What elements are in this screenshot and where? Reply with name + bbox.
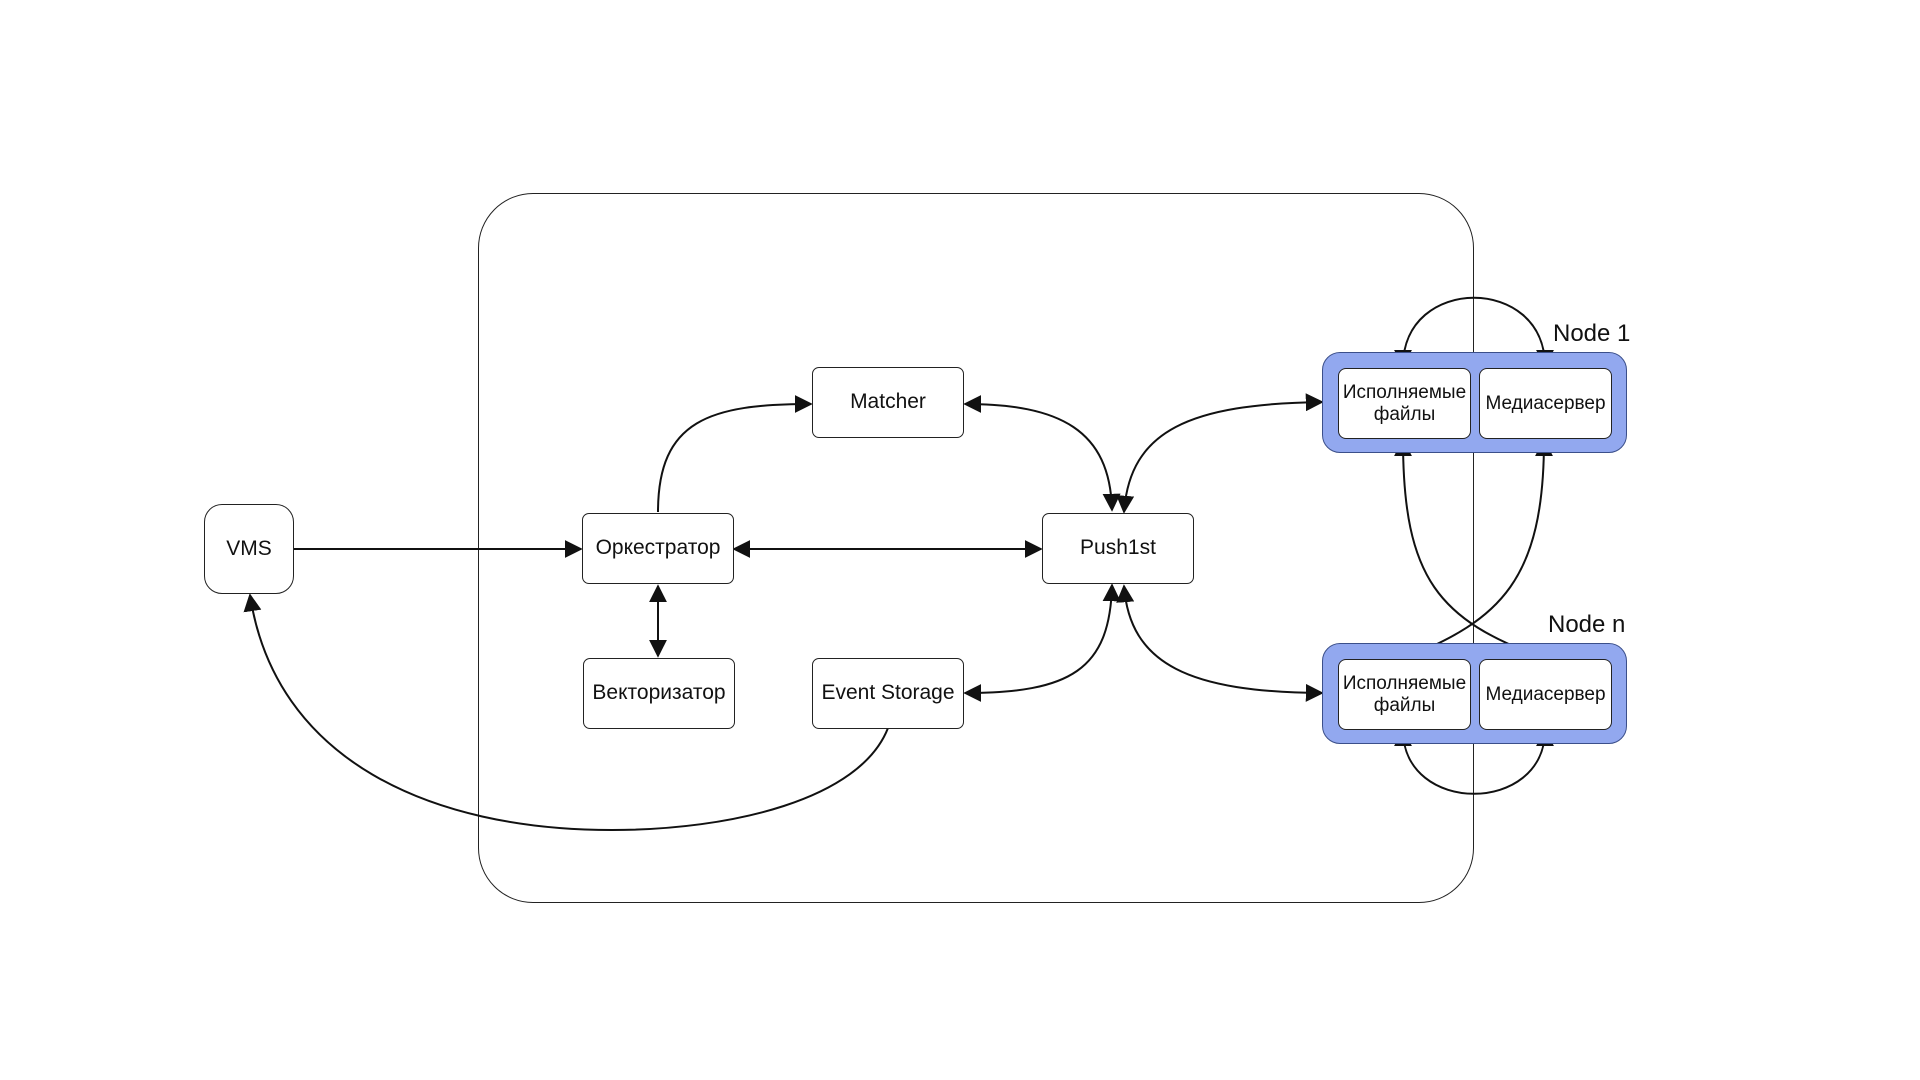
node-n-mediaserver[interactable]: Медиасервер xyxy=(1479,659,1612,730)
node-n-title: Node n xyxy=(1548,611,1626,638)
edge-noden-loop xyxy=(1394,728,1554,795)
node-1-executables[interactable]: Исполняемые файлы xyxy=(1338,368,1471,439)
node-1-group[interactable]: Исполняемые файлы Медиасервер xyxy=(1322,352,1627,453)
node-1-mediaserver[interactable]: Медиасервер xyxy=(1479,368,1612,439)
node-n-group[interactable]: Исполняемые файлы Медиасервер xyxy=(1322,643,1627,744)
push1st-node[interactable]: Push1st xyxy=(1042,513,1194,584)
edge-push-eventstorage xyxy=(963,583,1121,702)
edge-node1-loop xyxy=(1394,296,1554,368)
edge-matcher-push xyxy=(963,395,1121,512)
edge-push-node1 xyxy=(1116,393,1324,514)
edge-orchestrator-matcher xyxy=(657,395,813,513)
edge-node1-media-noden-exec xyxy=(1403,438,1553,661)
matcher-node[interactable]: Matcher xyxy=(812,367,964,438)
event-storage-node[interactable]: Event Storage xyxy=(812,658,964,729)
orchestrator-node[interactable]: Оркестратор xyxy=(582,513,734,584)
edge-eventstorage-vms xyxy=(243,593,889,832)
edge-push-noden xyxy=(1116,584,1324,702)
vectorizer-node[interactable]: Векторизатор xyxy=(583,658,735,729)
node-1-title: Node 1 xyxy=(1553,320,1631,347)
edge-node1-exec-noden-media xyxy=(1394,438,1545,661)
node-n-executables[interactable]: Исполняемые файлы xyxy=(1338,659,1471,730)
vms-node[interactable]: VMS xyxy=(204,504,294,594)
